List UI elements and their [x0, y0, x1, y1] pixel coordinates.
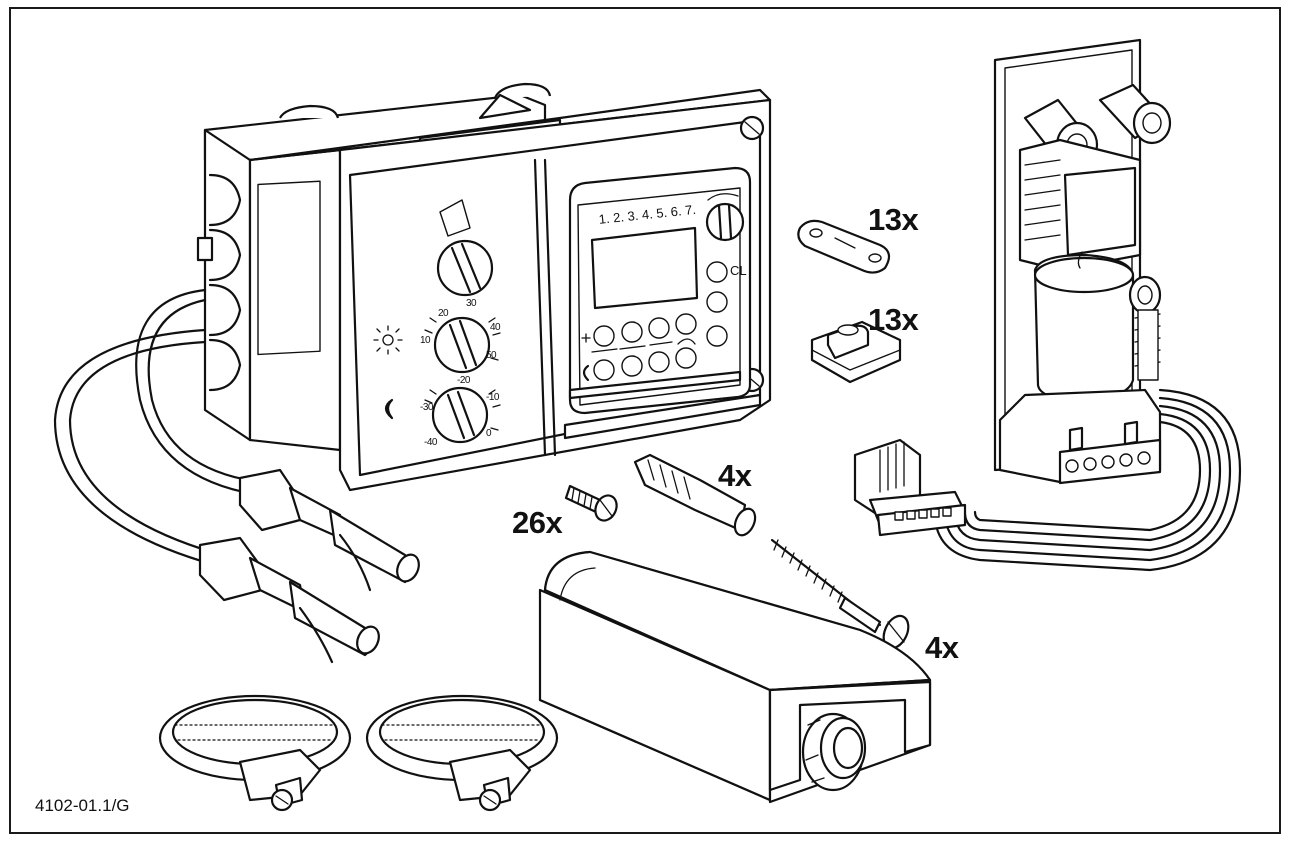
dial-scale-value: 20 [438, 308, 449, 319]
sensor-cables [53, 288, 262, 567]
dial-scale-value: -10 [486, 392, 499, 403]
qty-wood-screw: 4x [925, 630, 959, 665]
qty-wall-plug: 4x [718, 458, 752, 493]
ribbon-cable-plug [853, 438, 967, 537]
temperature-sensor-probe-1 [238, 468, 420, 592]
dial-scale-value: -40 [424, 437, 437, 448]
hose-clamp-1 [158, 694, 352, 812]
qty-screw-short: 26x [512, 505, 563, 540]
dial-scale-value: 30 [466, 298, 477, 309]
dial-scale-value: 0 [486, 428, 492, 439]
dial-scale-value: 10 [420, 335, 431, 346]
qty-grommet: 13x [868, 302, 919, 337]
circuit-board-module [993, 38, 1172, 485]
dial-scale-value: -30 [420, 402, 433, 413]
cl-button-label: CL [730, 263, 747, 278]
wall-plug [633, 453, 757, 537]
strain-relief-clip [797, 219, 891, 274]
cable-grommet [810, 320, 902, 384]
ribbon-cable [933, 388, 1242, 572]
screw-short [564, 484, 618, 522]
wood-screw [770, 538, 910, 650]
drawing-code: 4102-01.1/G [35, 796, 130, 815]
temperature-sensor-probe-2 [198, 536, 380, 664]
dial-scale-value: 50 [486, 350, 497, 361]
controller-unit [196, 82, 772, 492]
dial-scale-value: -20 [457, 375, 470, 386]
qty-strain-relief-clip: 13x [868, 202, 919, 237]
dial-scale-value: 40 [490, 322, 501, 333]
hose-clamp-2 [365, 694, 559, 812]
sensor-housing-box [538, 550, 932, 804]
